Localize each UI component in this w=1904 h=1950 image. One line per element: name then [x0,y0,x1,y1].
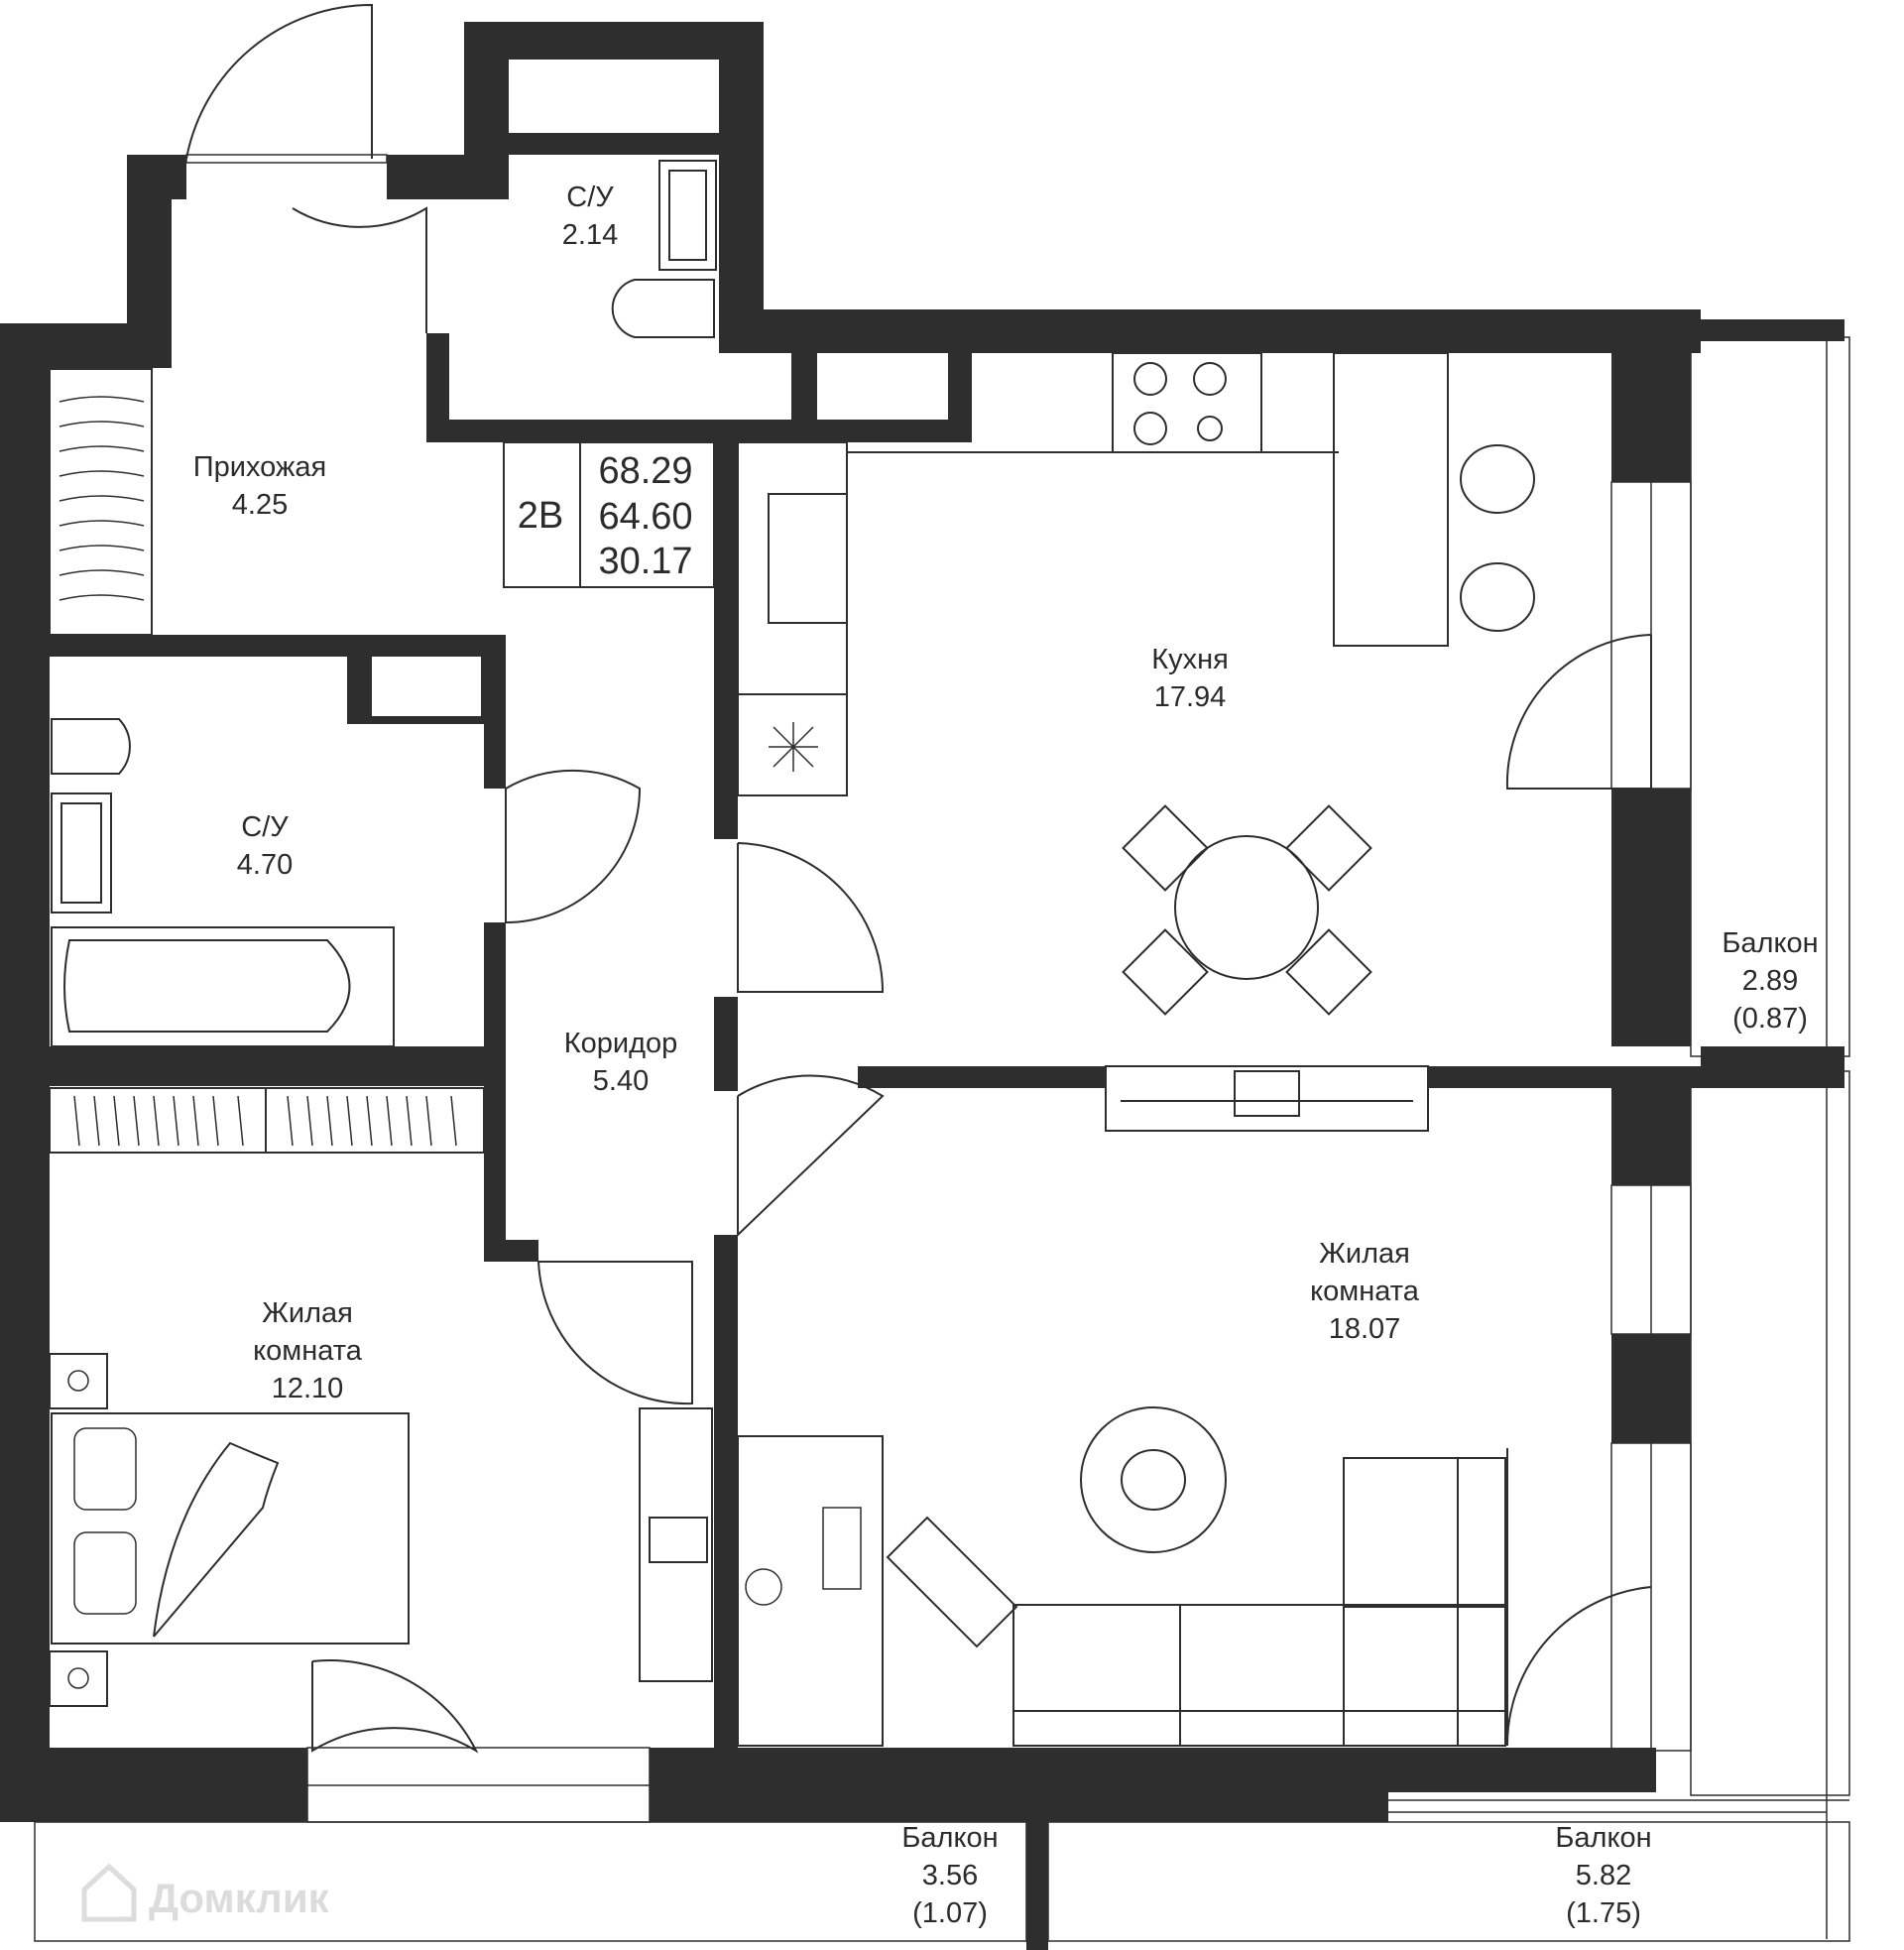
bath-large-name: С/У [241,811,289,843]
balcony-br-reduced: (1.75) [1566,1897,1641,1929]
balcony-bl-name: Балкон [901,1822,998,1854]
bath-small-name: С/У [566,182,614,213]
labels: С/У 2.14 Прихожая 4.25 2В 68.29 64.60 30… [193,182,1819,1929]
hall-name: Прихожая [193,451,326,483]
living-name-1: Жилая [1319,1238,1410,1270]
living-rooms: 30.17 [598,541,692,582]
bedroom-name-2: комната [253,1335,363,1367]
watermark-text: Домклик [149,1875,330,1921]
house-icon [81,1863,137,1922]
hall-area: 4.25 [232,489,288,521]
bedroom-name-1: Жилая [262,1297,353,1329]
kitchen-area: 17.94 [1154,681,1227,713]
balcony-bl-area: 3.56 [922,1860,978,1891]
living-area: 18.07 [1329,1313,1401,1345]
apartment-type: 2В [518,495,563,537]
balcony-br-name: Балкон [1555,1822,1651,1854]
living-name-2: комната [1310,1276,1420,1307]
living-total: 64.60 [598,496,692,538]
balcony-right-name: Балкон [1722,927,1818,959]
total-area: 68.29 [598,450,692,492]
balcony-bl-reduced: (1.07) [912,1897,988,1929]
corridor-name: Коридор [564,1028,678,1059]
balcony-br-area: 5.82 [1576,1860,1631,1891]
walls [0,22,1844,1950]
watermark: Домклик [81,1863,330,1922]
doors [185,3,1652,1754]
bedroom-area: 12.10 [272,1373,344,1404]
bath-small-area: 2.14 [562,219,618,251]
balcony-right-reduced: (0.87) [1732,1003,1808,1035]
balcony-outlines [34,154,1850,1942]
corridor-area: 5.40 [593,1065,649,1097]
kitchen-name: Кухня [1151,644,1229,675]
bath-large-area: 4.70 [237,849,293,881]
fixtures [49,160,1535,1747]
balcony-right-area: 2.89 [1742,965,1798,997]
